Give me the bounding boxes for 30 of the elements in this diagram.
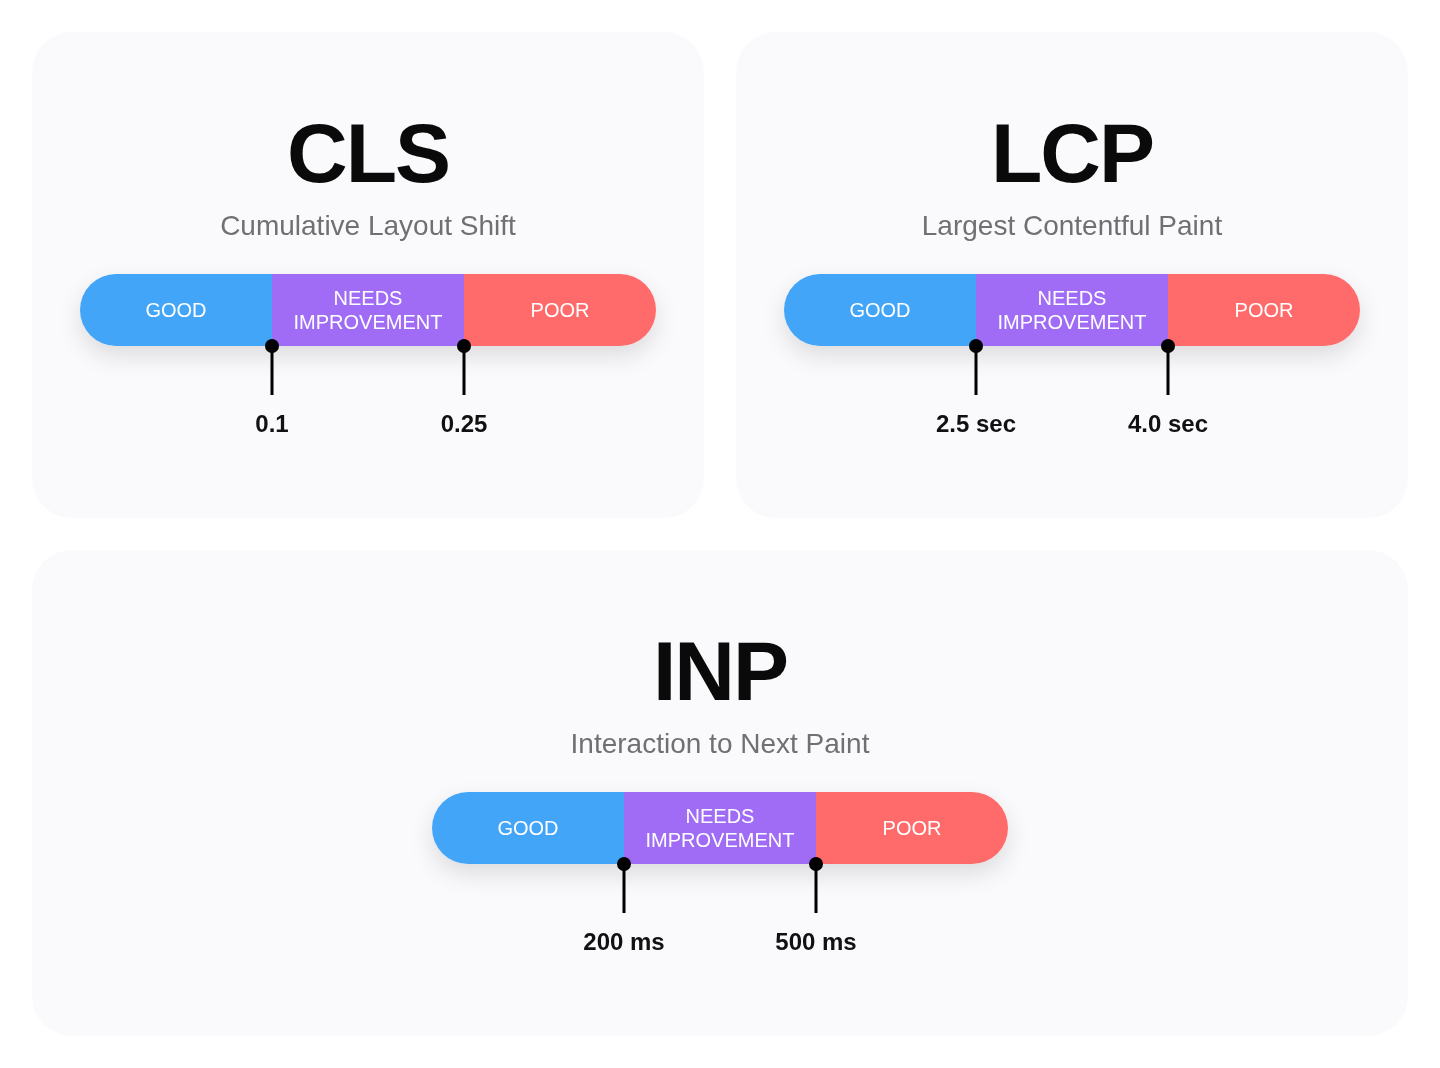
threshold-value: 0.1: [255, 409, 289, 439]
threshold-value: 500 ms: [775, 927, 857, 957]
rating-segment: NEEDS IMPROVEMENT: [624, 792, 816, 864]
metric-title: INP: [652, 626, 788, 716]
rating-segment: GOOD: [784, 274, 976, 346]
rating-segment: GOOD: [80, 274, 272, 346]
metric-card: [32, 32, 704, 518]
rating-segment: NEEDS IMPROVEMENT: [976, 274, 1168, 346]
threshold-pin: [457, 339, 471, 395]
rating-segment: POOR: [816, 792, 1008, 864]
metric-title: CLS: [286, 108, 450, 198]
threshold-value: 2.5 sec: [935, 409, 1017, 439]
rating-segment: POOR: [1168, 274, 1360, 346]
rating-segment: POOR: [464, 274, 656, 346]
rating-segment: GOOD: [432, 792, 624, 864]
threshold-pin: [969, 339, 983, 395]
threshold-value: 4.0 sec: [1127, 409, 1209, 439]
metric-card: [32, 550, 1408, 1036]
threshold-pin: [1161, 339, 1175, 395]
metric-subtitle: Largest Contentful Paint: [920, 209, 1224, 243]
threshold-value: 0.25: [440, 409, 488, 439]
rating-segment: NEEDS IMPROVEMENT: [272, 274, 464, 346]
metric-card: [736, 32, 1408, 518]
metric-subtitle: Interaction to Next Paint: [569, 727, 871, 761]
threshold-pin: [809, 857, 823, 913]
threshold-pin: [617, 857, 631, 913]
metric-subtitle: Cumulative Layout Shift: [219, 209, 517, 243]
threshold-value: 200 ms: [583, 927, 665, 957]
threshold-pin: [265, 339, 279, 395]
metric-title: LCP: [990, 108, 1154, 198]
